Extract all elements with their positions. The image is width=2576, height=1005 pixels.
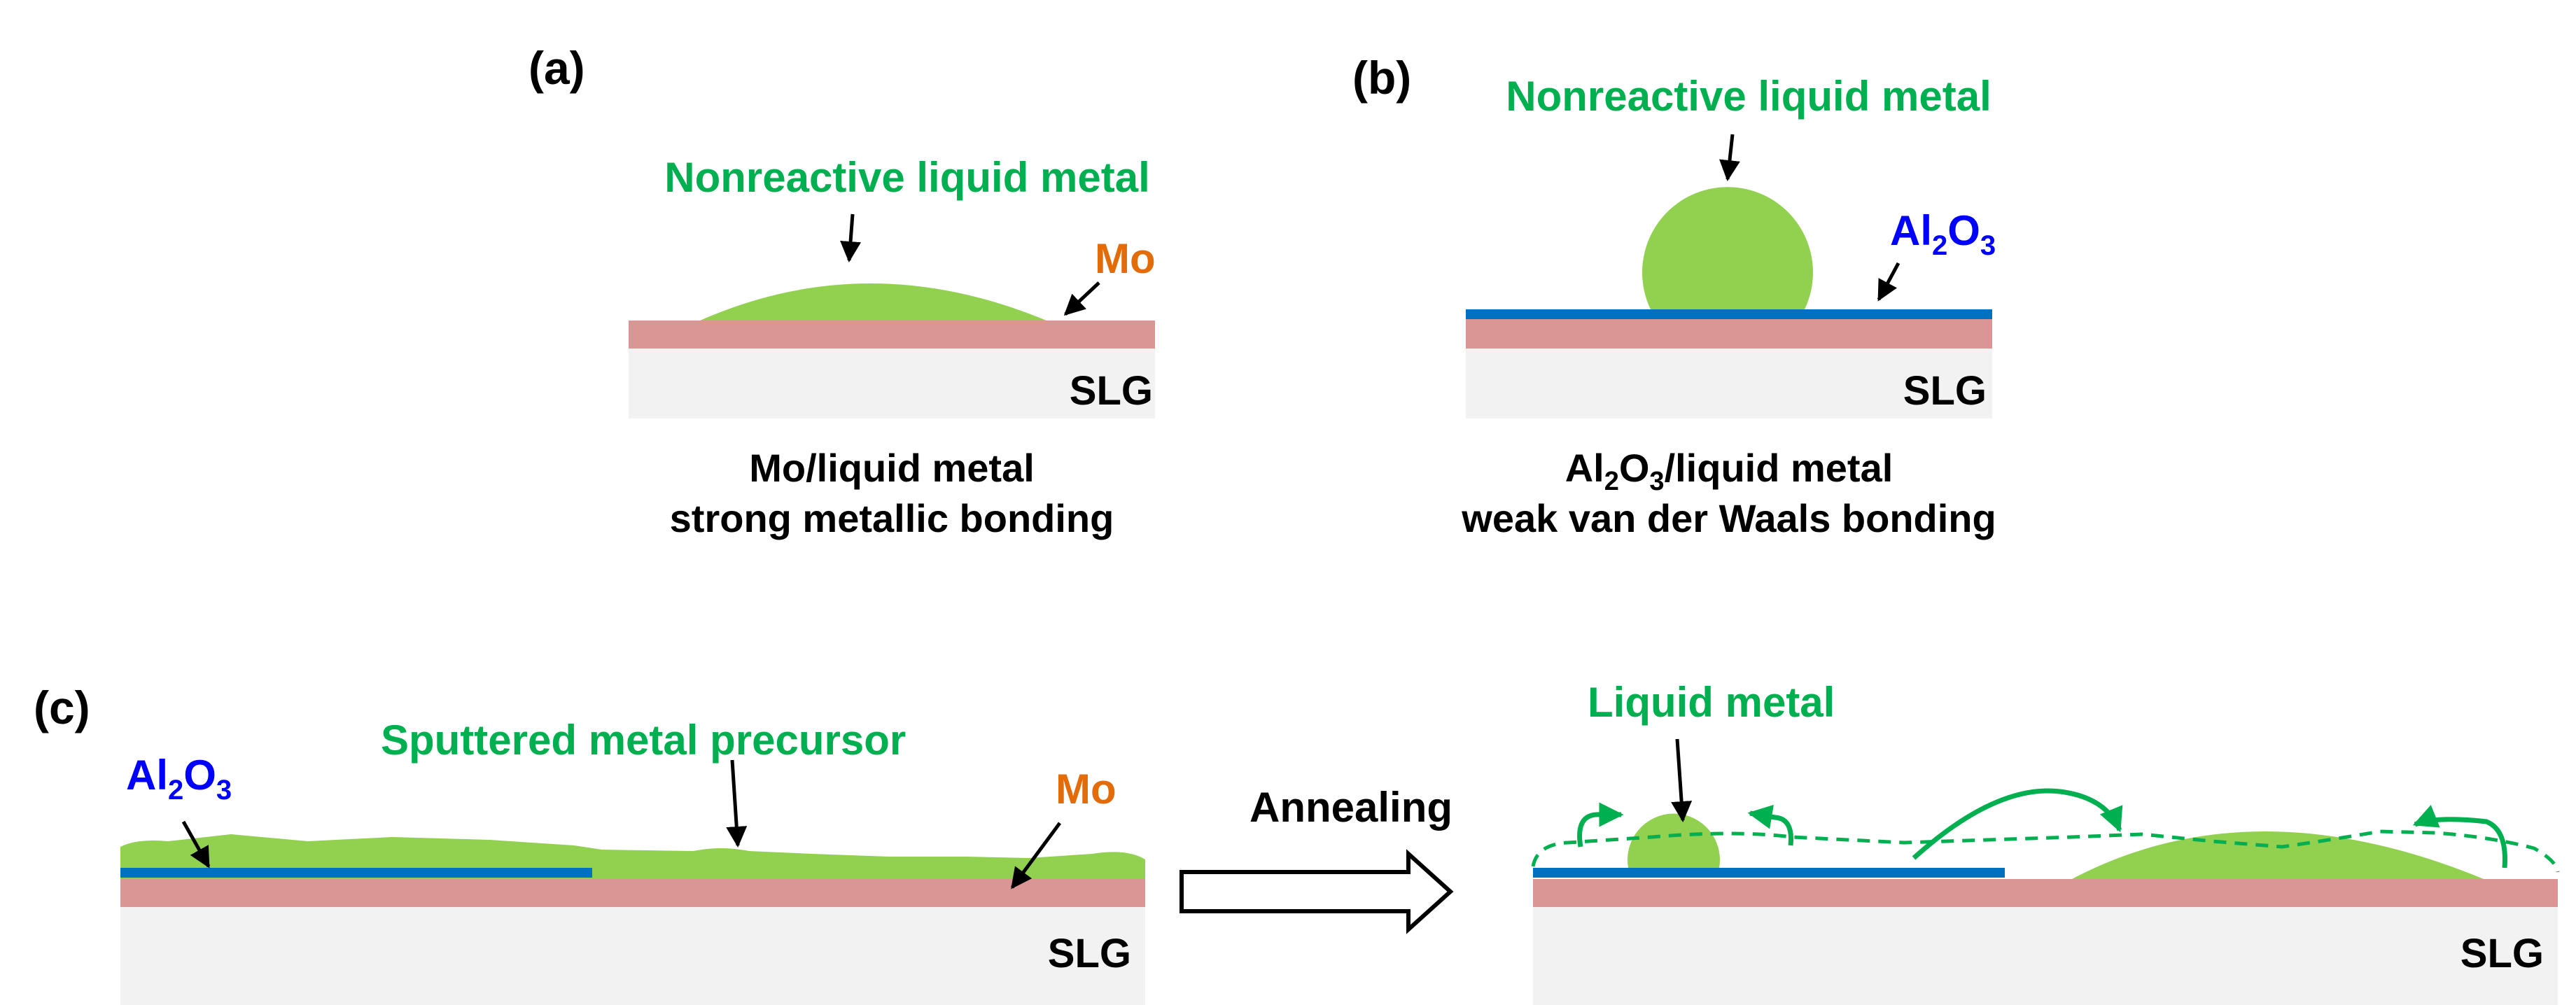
panel-c-left-al2o3-label: Al2O3 [126, 752, 232, 806]
panel-a-mo-label: Mo [1095, 235, 1156, 282]
panel-c-right-slg-substrate [1533, 907, 2558, 1005]
panel-b-caption-line2: weak van der Waals bonding [1461, 496, 1996, 540]
panel-a-mo-layer [629, 321, 1155, 349]
panel-b-caption-line1: Al2O3/liquid metal [1565, 446, 1893, 496]
panel-b: (b) Nonreactive liquid metal Al2O3 SLG A… [1352, 52, 1996, 540]
panel-c-right: Liquid metal SLG [1531, 679, 2560, 1005]
panel-c-right-al2o3-layer [1533, 868, 2005, 878]
panel-c-right-liquid-metal-spread [2072, 831, 2484, 879]
dewetting-arrow-1 [1577, 802, 1624, 848]
panel-c-right-original-film-outline [1531, 829, 2560, 873]
panel-a-mo-arrow [1063, 281, 1100, 316]
panel-a: (a) Nonreactive liquid metal Mo SLG Mo/l… [528, 42, 1156, 540]
panel-b-al2o3-arrow [1877, 262, 1900, 302]
dewetting-arrow-3 [1912, 788, 2123, 860]
panel-c-right-liquid-metal-label: Liquid metal [1588, 679, 1835, 726]
panel-b-mo-layer [1466, 319, 1992, 349]
panel-c-left-mo-layer [120, 879, 1145, 907]
annealing-process-arrow [1180, 849, 1454, 934]
panel-c-left-slg-substrate [120, 907, 1145, 1005]
panel-a-liquid-metal-droplet [700, 283, 1046, 321]
panel-c-right-liquid-metal-droplet-small [1628, 813, 1720, 868]
dewetting-arrow-2 [1747, 804, 1794, 846]
panel-b-liquid-metal-label: Nonreactive liquid metal [1506, 73, 1991, 120]
panel-b-al2o3-layer [1466, 309, 1992, 319]
panel-c-left-al2o3-layer [120, 868, 592, 878]
panel-c-left: (c) Al2O3 Sputtered metal precursor Mo S… [34, 682, 1145, 1005]
panel-c-left-al2o3-arrow [181, 820, 211, 869]
panel-c-left-slg-label: SLG [1048, 931, 1131, 976]
panel-b-al2o3-label: Al2O3 [1890, 207, 1996, 261]
panel-c-precursor-arrow [726, 759, 748, 848]
dewetting-arrow-4 [2412, 805, 2507, 869]
panel-c-right-droplet-arrow [1671, 738, 1693, 822]
annealing-label: Annealing [1250, 784, 1452, 831]
annealing-step: Annealing [1180, 784, 1454, 934]
panel-b-slg-label: SLG [1903, 368, 1987, 414]
panel-c-precursor-label: Sputtered metal precursor [381, 717, 906, 764]
panel-a-liquid-metal-label: Nonreactive liquid metal [664, 154, 1150, 201]
panel-b-label: (b) [1352, 52, 1411, 104]
panel-a-label: (a) [528, 42, 585, 94]
panel-c-left-mo-arrow [1010, 822, 1062, 890]
panel-c-right-mo-layer [1533, 879, 2558, 907]
panel-c-label: (c) [34, 682, 90, 733]
panel-a-caption-line2: strong metallic bonding [670, 496, 1114, 540]
panel-a-caption-line1: Mo/liquid metal [749, 446, 1035, 490]
panel-b-liquid-metal-droplet [1642, 187, 1813, 309]
panel-a-slg-label: SLG [1070, 368, 1153, 414]
panel-a-droplet-arrow [840, 213, 861, 262]
panel-c-left-mo-label: Mo [1056, 766, 1116, 813]
panel-a-slg-substrate [629, 349, 1155, 419]
panel-b-droplet-arrow [1719, 134, 1740, 181]
panel-b-slg-substrate [1466, 349, 1992, 419]
panel-c-right-slg-label: SLG [2460, 931, 2544, 976]
